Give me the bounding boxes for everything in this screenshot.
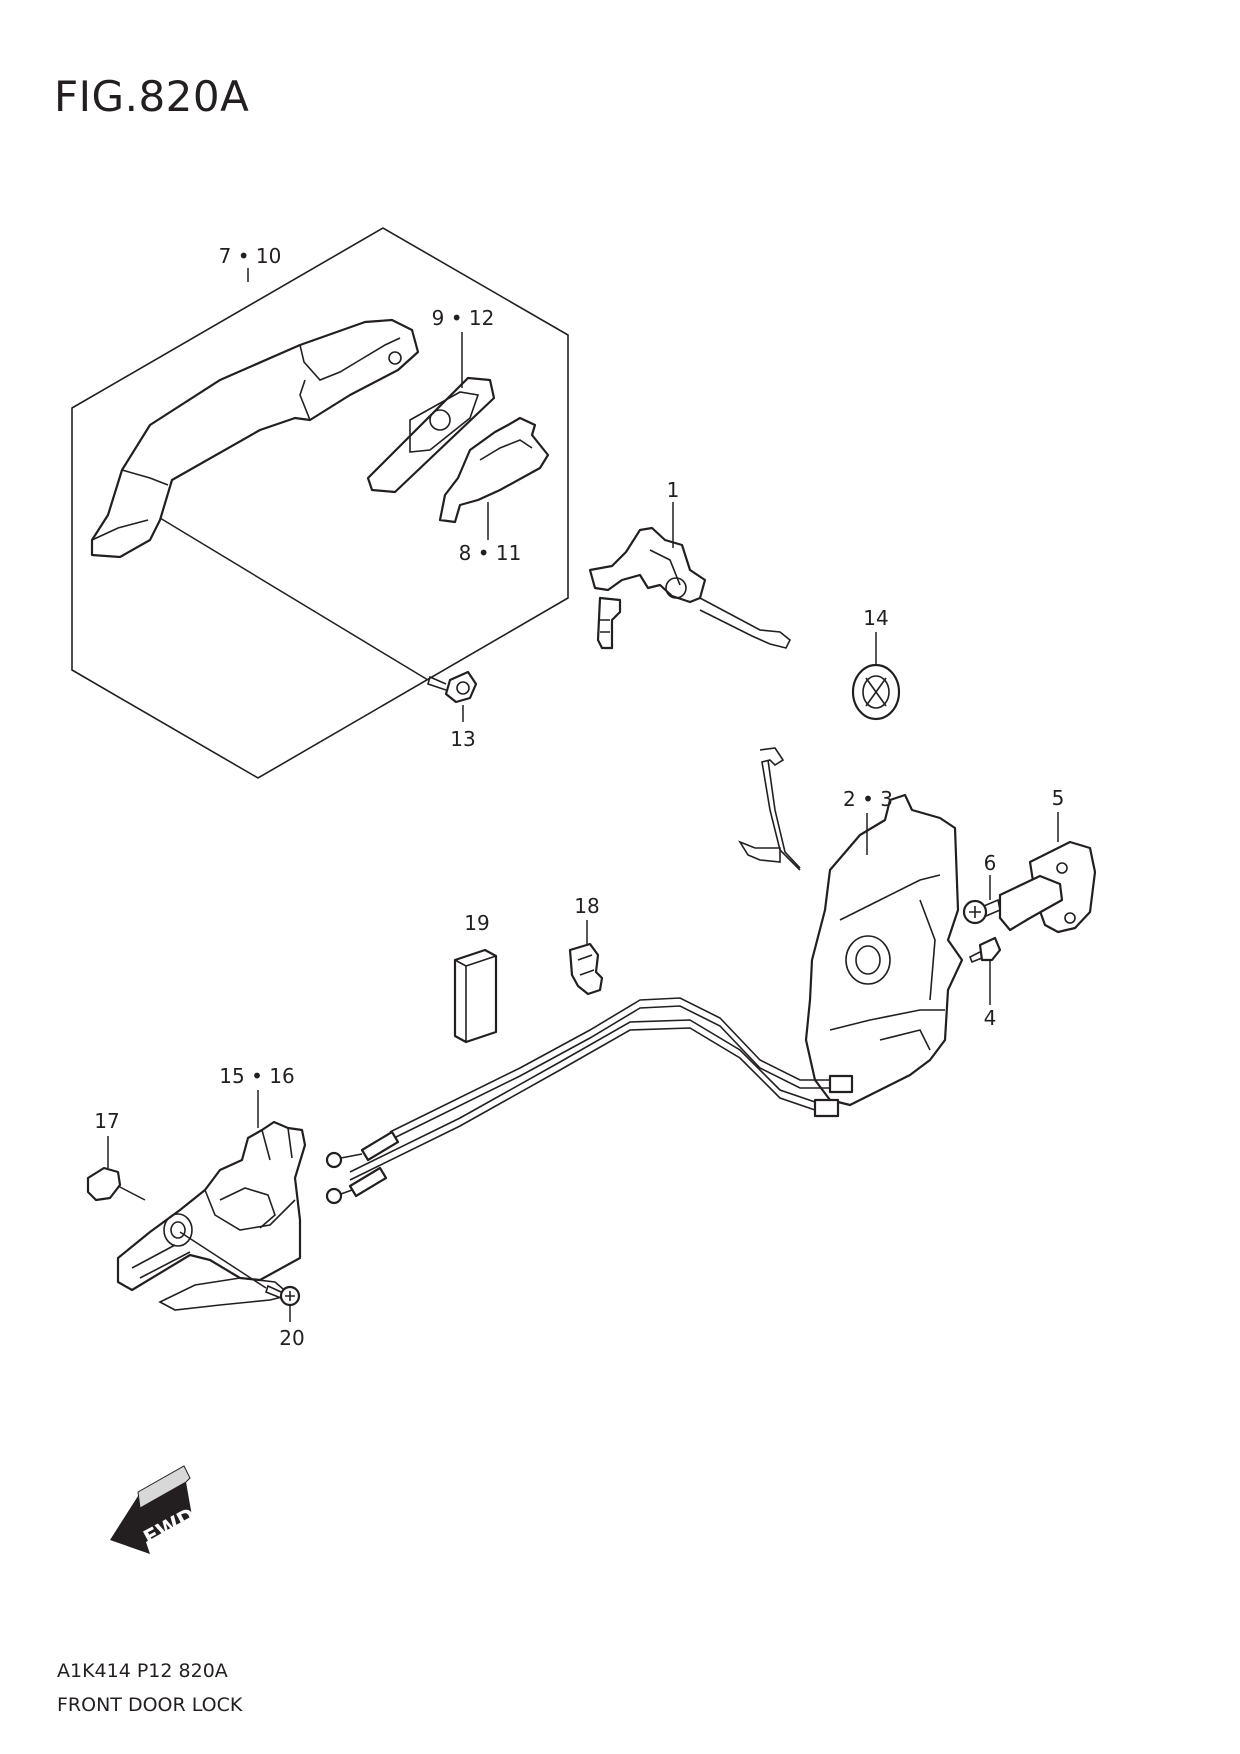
- callout-13: 13: [450, 727, 475, 751]
- inside-handle-screw: [265, 1284, 301, 1307]
- callout-14: 14: [863, 606, 888, 630]
- handle-screw: [427, 670, 478, 704]
- callout-19: 19: [464, 911, 489, 935]
- callout-2-3: 2 • 3: [843, 787, 893, 811]
- callout-17: 17: [94, 1109, 119, 1133]
- leader-20-axis: [179, 1231, 267, 1289]
- cable-clip: [568, 942, 604, 996]
- outside-door-handle: [90, 318, 420, 559]
- callout-5: 5: [1052, 786, 1065, 810]
- callout-4: 4: [984, 1006, 997, 1030]
- handle-cover: [438, 416, 550, 524]
- handle-cap: [86, 1166, 122, 1202]
- door-lock-actuator: [738, 747, 964, 1107]
- outer-handle-assembly-box: [71, 227, 569, 779]
- leader-17-axis: [117, 1185, 146, 1201]
- striker-screw: [962, 898, 1001, 925]
- callout-7-10: 7 • 10: [219, 244, 282, 268]
- diagram-code: A1K414 P12 820A: [57, 1660, 228, 1682]
- inside-door-handle: [116, 1120, 307, 1311]
- callout-1: 1: [667, 478, 680, 502]
- lock-cables: [325, 997, 854, 1205]
- leader-13-axis: [159, 517, 429, 681]
- callout-15-16: 15 • 16: [219, 1064, 294, 1088]
- callout-8-11: 8 • 11: [459, 541, 522, 565]
- callout-6: 6: [984, 851, 997, 875]
- door-striker: [998, 840, 1097, 934]
- handle-gasket: [366, 376, 496, 494]
- key-cylinder: [588, 526, 792, 650]
- figure-title: FIG.820A: [54, 72, 250, 121]
- callout-20: 20: [279, 1326, 304, 1350]
- grommet: [851, 663, 901, 721]
- lock-screw: [968, 936, 1002, 964]
- callout-18: 18: [574, 894, 599, 918]
- foam-pad: [453, 948, 498, 1044]
- callout-9-12: 9 • 12: [432, 306, 495, 330]
- diagram-title: FRONT DOOR LOCK: [57, 1694, 243, 1716]
- forward-direction-arrow: FWD: [110, 1465, 199, 1554]
